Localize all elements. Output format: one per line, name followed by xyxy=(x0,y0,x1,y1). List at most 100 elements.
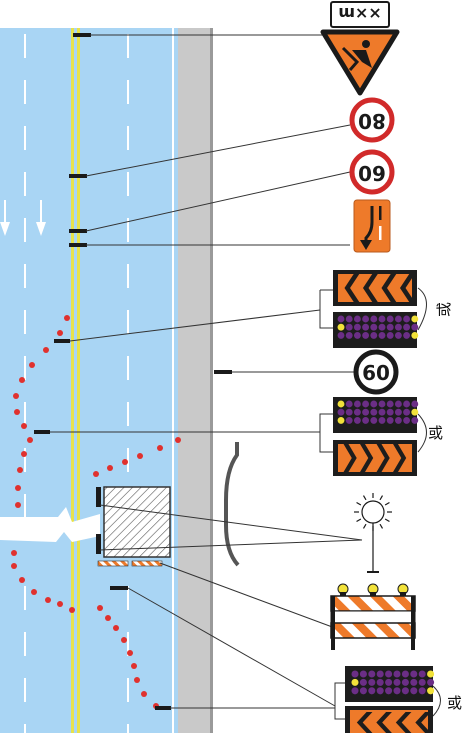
cone-dot xyxy=(15,502,21,508)
led-dot xyxy=(337,400,345,408)
led-dot xyxy=(410,670,418,678)
led-arrow-panel-bottom xyxy=(345,666,435,702)
lane-dash xyxy=(24,632,26,656)
led-dot xyxy=(337,408,345,416)
led-dot xyxy=(345,416,353,424)
led-dot xyxy=(370,315,378,323)
led-dot xyxy=(394,315,402,323)
cone-dot xyxy=(27,437,33,443)
led-dot xyxy=(386,400,394,408)
chevron-mark xyxy=(362,274,378,302)
chevron-mark xyxy=(415,712,431,733)
led-dot xyxy=(353,400,361,408)
led-arrow-panel-top xyxy=(333,312,419,348)
chevron-mark xyxy=(376,444,390,472)
road-surface xyxy=(0,28,178,733)
lane-dash xyxy=(24,586,26,610)
light-ray xyxy=(379,495,384,501)
led-dot xyxy=(345,323,353,331)
guardrail xyxy=(224,442,240,567)
led-dot xyxy=(401,670,409,678)
small-barrier-2 xyxy=(131,560,163,567)
edge-line xyxy=(172,28,174,733)
speed-limit-sign-60-upper: 60 xyxy=(349,149,395,195)
traffic-cones xyxy=(11,315,181,709)
road-break xyxy=(0,507,100,542)
cone-dot xyxy=(13,393,19,399)
led-dot xyxy=(394,323,402,331)
cone-dot xyxy=(43,347,49,353)
chevron-mark xyxy=(393,444,407,472)
led-dot xyxy=(378,400,386,408)
distance-plate-text: ××m xyxy=(338,4,381,23)
lane-dash xyxy=(127,34,129,58)
chevron-left-panel-bottom xyxy=(345,706,433,733)
cone-dot xyxy=(157,445,163,451)
led-dot xyxy=(351,687,359,695)
lane-dash xyxy=(127,678,129,702)
led-dot xyxy=(386,331,394,339)
chevron-mark xyxy=(376,712,392,733)
led-dot xyxy=(362,416,370,424)
cone-dot xyxy=(97,605,103,611)
lane-dash xyxy=(24,218,26,242)
led-dot xyxy=(370,400,378,408)
led-dot xyxy=(370,323,378,331)
cone-dot xyxy=(122,459,128,465)
led-dot xyxy=(378,323,386,331)
led-dot xyxy=(362,408,370,416)
cone-dot xyxy=(15,485,21,491)
cone-dot xyxy=(21,423,27,429)
led-dot xyxy=(368,678,376,686)
lane-dash xyxy=(24,34,26,58)
led-dot xyxy=(337,416,345,424)
light-ray xyxy=(356,518,362,523)
chevron-left-panel-top xyxy=(333,270,417,306)
chevron-mark xyxy=(356,712,373,733)
lane-dash xyxy=(127,310,129,334)
led-dot xyxy=(345,400,353,408)
lane-dash xyxy=(127,356,129,380)
led-dot xyxy=(345,408,353,416)
lane-dash xyxy=(127,126,129,150)
lane-dash xyxy=(127,724,129,733)
led-dot xyxy=(368,687,376,695)
work-area xyxy=(103,486,171,558)
led-dot xyxy=(401,687,409,695)
cone-dot xyxy=(175,437,181,443)
led-dot xyxy=(370,408,378,416)
lane-dash xyxy=(127,632,129,656)
led-dot xyxy=(394,400,402,408)
led-dot xyxy=(362,331,370,339)
led-dot xyxy=(401,678,409,686)
lane-dash xyxy=(127,402,129,426)
speed-limit-sign-80: 80 xyxy=(349,97,395,143)
lane-dash xyxy=(24,80,26,104)
light-ray xyxy=(384,501,390,506)
led-dot xyxy=(378,416,386,424)
cone-dot xyxy=(107,465,113,471)
cone-dot xyxy=(21,451,27,457)
led-dot xyxy=(403,416,411,424)
chevron-mark xyxy=(395,712,412,733)
lane-dash xyxy=(24,724,26,733)
led-dot xyxy=(394,331,402,339)
led-dot xyxy=(403,331,411,339)
cone-dot xyxy=(64,315,70,321)
led-dot xyxy=(385,687,393,695)
light-ray xyxy=(356,501,362,506)
led-dot xyxy=(403,400,411,408)
led-dot xyxy=(418,670,426,678)
led-dot xyxy=(376,687,384,695)
chevron-mark xyxy=(343,444,357,472)
lane-dash xyxy=(24,678,26,702)
led-dot xyxy=(410,687,418,695)
speed-limit-sign-60-lower: 60 xyxy=(353,349,399,395)
roadwork-warning-icon xyxy=(320,29,400,96)
led-dot xyxy=(411,408,419,416)
led-dot xyxy=(394,408,402,416)
barricade xyxy=(330,583,416,650)
cone-dot xyxy=(19,577,25,583)
lane-dash xyxy=(24,126,26,150)
